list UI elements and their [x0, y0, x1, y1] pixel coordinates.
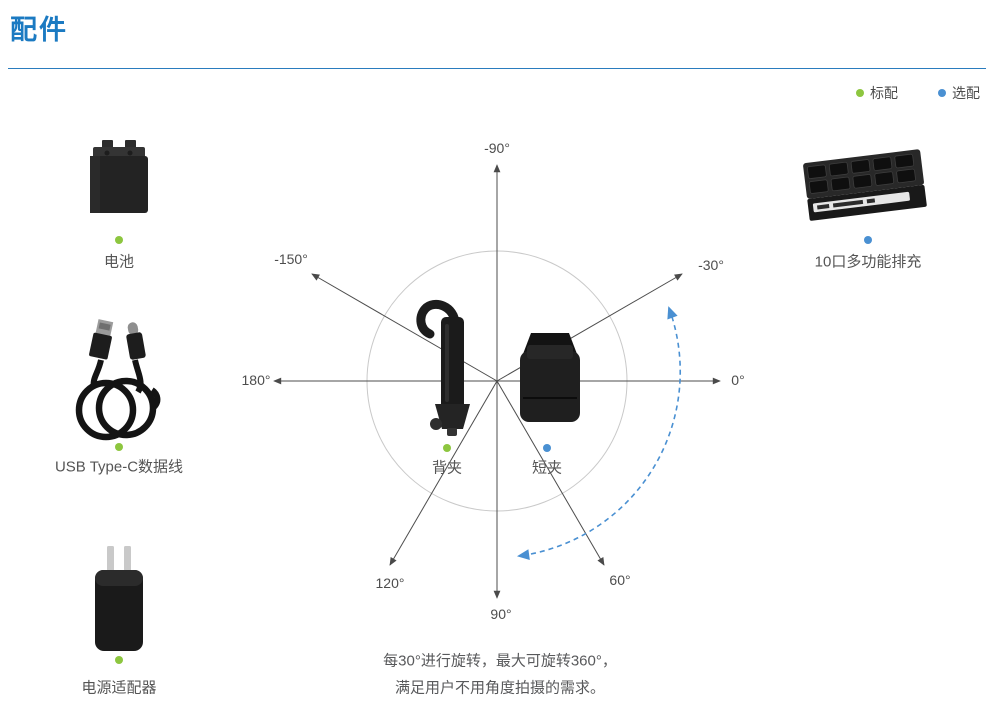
legend-optional-label: 选配	[952, 85, 980, 101]
legend-optional: 选配	[938, 83, 980, 103]
angle-label-60: 60°	[609, 572, 631, 588]
battery-image	[90, 140, 148, 213]
standard-dot-icon	[856, 89, 864, 97]
angle-label-neg-90: -90°	[484, 140, 510, 156]
legend: 标配 选配	[856, 83, 980, 103]
battery-label: 电池	[103, 253, 135, 271]
title-divider	[8, 68, 986, 69]
optional-dot-icon	[938, 89, 946, 97]
usb-cable-image	[75, 319, 161, 441]
angle-label-90: 90°	[490, 606, 512, 622]
short-clip-optional-dot	[543, 444, 551, 452]
usb-cable-standard-dot	[115, 443, 123, 451]
rotation-arc	[516, 306, 682, 561]
angle-label-neg-150: -150°	[274, 251, 308, 267]
angle-label-180: 180°	[241, 372, 271, 388]
multi-charger-optional-dot	[864, 236, 872, 244]
usb-cable-label: USB Type-C数据线	[54, 458, 184, 476]
short-clip-label: 短夹	[531, 459, 563, 477]
power-adapter-label: 电源适配器	[81, 679, 157, 697]
rotation-caption-line2: 满足用户不用角度拍摄的需求。	[394, 679, 606, 697]
angle-label-120: 120°	[375, 575, 405, 591]
page-title: 配件	[10, 15, 68, 45]
rotation-axes	[273, 164, 721, 599]
legend-standard: 标配	[856, 83, 898, 103]
multi-charger-image	[803, 149, 927, 221]
angle-label-neg-30: -30°	[698, 257, 724, 273]
battery-standard-dot	[115, 236, 123, 244]
power-adapter-standard-dot	[115, 656, 123, 664]
short-clip-image	[520, 333, 580, 422]
legend-standard-label: 标配	[870, 85, 898, 101]
power-adapter-image	[95, 546, 143, 651]
rotation-caption-line1: 每30°进行旋转，最大可旋转360°，	[383, 652, 617, 670]
back-clip-label: 背夹	[431, 459, 463, 477]
multi-charger-label: 10口多功能排充	[814, 253, 922, 271]
angle-label-0: 0°	[731, 372, 745, 388]
back-clip-standard-dot	[443, 444, 451, 452]
back-clip-image	[416, 300, 470, 436]
